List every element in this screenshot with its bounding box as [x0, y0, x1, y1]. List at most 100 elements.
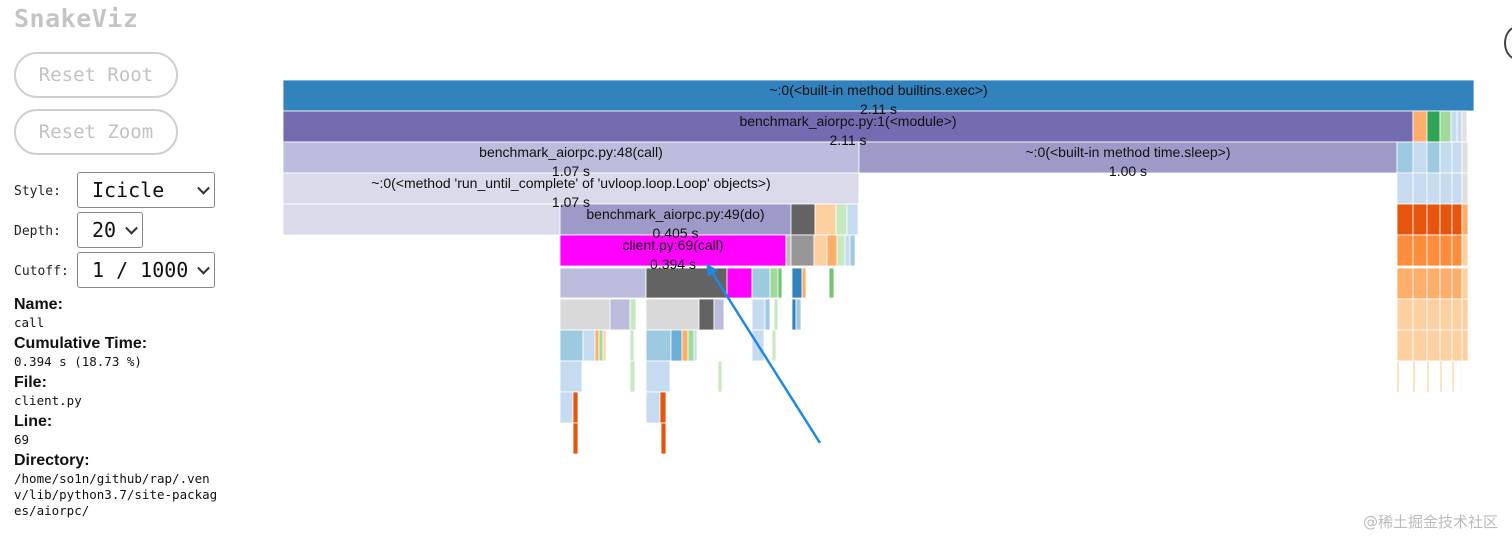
- icicle-block[interactable]: [598, 329, 604, 362]
- icicle-block[interactable]: [645, 298, 700, 331]
- icicle-block[interactable]: [790, 203, 816, 236]
- icicle-block[interactable]: [813, 234, 828, 267]
- icicle-block[interactable]: [559, 391, 574, 424]
- icicle-block[interactable]: [1451, 141, 1463, 174]
- icicle-block[interactable]: [1461, 141, 1469, 174]
- icicle-block[interactable]: [282, 203, 561, 236]
- icicle-node-2[interactable]: [282, 141, 860, 174]
- icicle-block[interactable]: [1426, 298, 1441, 331]
- icicle-block[interactable]: [698, 298, 715, 331]
- icicle-block[interactable]: [1396, 203, 1414, 236]
- icicle-block[interactable]: [1396, 329, 1414, 362]
- icicle-node-0[interactable]: [282, 79, 1475, 112]
- icicle-block[interactable]: [1451, 329, 1463, 362]
- icicle-block[interactable]: [844, 234, 851, 267]
- icicle-block[interactable]: [1451, 234, 1463, 267]
- icicle-block[interactable]: [1451, 360, 1455, 393]
- icicle-block[interactable]: [790, 234, 815, 267]
- icicle-block[interactable]: [1439, 267, 1453, 300]
- icicle-block[interactable]: [1412, 267, 1428, 300]
- icicle-block[interactable]: [1396, 298, 1414, 331]
- icicle-block[interactable]: [1396, 172, 1414, 205]
- icicle-block[interactable]: [1426, 360, 1430, 393]
- icicle-block[interactable]: [801, 267, 807, 299]
- reset-root-button[interactable]: Reset Root: [14, 52, 178, 98]
- cutoff-select[interactable]: 1 / 1000: [77, 252, 215, 288]
- icicle-block[interactable]: [1439, 298, 1453, 331]
- reset-zoom-button[interactable]: Reset Zoom: [14, 109, 178, 155]
- icicle-block[interactable]: [1412, 360, 1416, 393]
- icicle-block[interactable]: [1461, 203, 1469, 236]
- icicle-block[interactable]: [791, 298, 797, 331]
- icicle-block[interactable]: [769, 267, 779, 299]
- icicle-block[interactable]: [1426, 267, 1441, 300]
- icicle-block[interactable]: [1396, 267, 1414, 300]
- icicle-block[interactable]: [1459, 360, 1462, 393]
- icicle-block[interactable]: [1426, 203, 1441, 236]
- icicle-block[interactable]: [1412, 234, 1428, 267]
- icicle-blocks[interactable]: [282, 79, 1475, 455]
- icicle-block[interactable]: [687, 329, 695, 362]
- icicle-block[interactable]: [777, 267, 783, 299]
- icicle-block[interactable]: [1439, 329, 1453, 362]
- icicle-block[interactable]: [1439, 203, 1453, 236]
- icicle-block[interactable]: [1461, 172, 1469, 205]
- icicle-block[interactable]: [1456, 110, 1463, 143]
- icicle-block[interactable]: [1461, 298, 1469, 331]
- icicle-block[interactable]: [1426, 329, 1441, 362]
- icicle-block[interactable]: [629, 360, 636, 393]
- icicle-block[interactable]: [659, 391, 667, 424]
- icicle-block[interactable]: [582, 329, 596, 362]
- icicle-block[interactable]: [828, 267, 835, 299]
- icicle-block[interactable]: [1439, 110, 1452, 143]
- icicle-block[interactable]: [660, 422, 667, 455]
- icicle-block[interactable]: [1439, 360, 1443, 393]
- icicle-block[interactable]: [1451, 172, 1463, 205]
- style-select[interactable]: Icicle: [77, 172, 215, 208]
- icicle-block[interactable]: [645, 267, 728, 299]
- icicle-block[interactable]: [559, 329, 584, 362]
- icicle-block[interactable]: [1412, 110, 1428, 143]
- icicle-block[interactable]: [751, 267, 771, 299]
- icicle-block[interactable]: [645, 360, 671, 393]
- icicle-block[interactable]: [559, 360, 583, 393]
- icicle-block[interactable]: [849, 234, 856, 267]
- icicle-block[interactable]: [629, 329, 635, 362]
- icicle-block[interactable]: [726, 267, 753, 299]
- icicle-node-5[interactable]: [559, 203, 792, 236]
- icicle-block[interactable]: [826, 234, 838, 267]
- icicle-block[interactable]: [1461, 267, 1469, 300]
- icicle-block[interactable]: [572, 391, 579, 424]
- icicle-block[interactable]: [751, 298, 766, 331]
- icicle-block[interactable]: [1461, 329, 1469, 362]
- icicle-block[interactable]: [1451, 203, 1463, 236]
- depth-select[interactable]: 20: [77, 212, 143, 248]
- icicle-block[interactable]: [1439, 234, 1453, 267]
- icicle-block[interactable]: [1450, 110, 1458, 143]
- icicle-block[interactable]: [559, 298, 611, 331]
- icicle-block[interactable]: [791, 267, 803, 299]
- icicle-block[interactable]: [629, 298, 637, 331]
- icicle-block[interactable]: [1412, 203, 1428, 236]
- icicle-node-3[interactable]: [858, 141, 1398, 174]
- icicle-block[interactable]: [1396, 234, 1414, 267]
- icicle-block[interactable]: [609, 298, 631, 331]
- icicle-block[interactable]: [602, 329, 607, 362]
- icicle-block[interactable]: [1426, 172, 1441, 205]
- icicle-block[interactable]: [1439, 172, 1453, 205]
- icicle-block[interactable]: [681, 329, 689, 362]
- icicle-block[interactable]: [846, 203, 859, 236]
- icicle-block[interactable]: [764, 298, 771, 331]
- icicle-block[interactable]: [773, 298, 779, 331]
- icicle-block[interactable]: [645, 329, 672, 362]
- icicle-block[interactable]: [785, 234, 792, 267]
- icicle-block[interactable]: [1412, 298, 1428, 331]
- icicle-block[interactable]: [594, 329, 600, 362]
- icicle-block[interactable]: [1412, 141, 1428, 174]
- icicle-block[interactable]: [835, 203, 848, 236]
- icicle-block[interactable]: [1451, 267, 1463, 300]
- icicle-block[interactable]: [1396, 360, 1400, 393]
- icicle-node-6[interactable]: [559, 234, 787, 267]
- icicle-block[interactable]: [836, 234, 846, 267]
